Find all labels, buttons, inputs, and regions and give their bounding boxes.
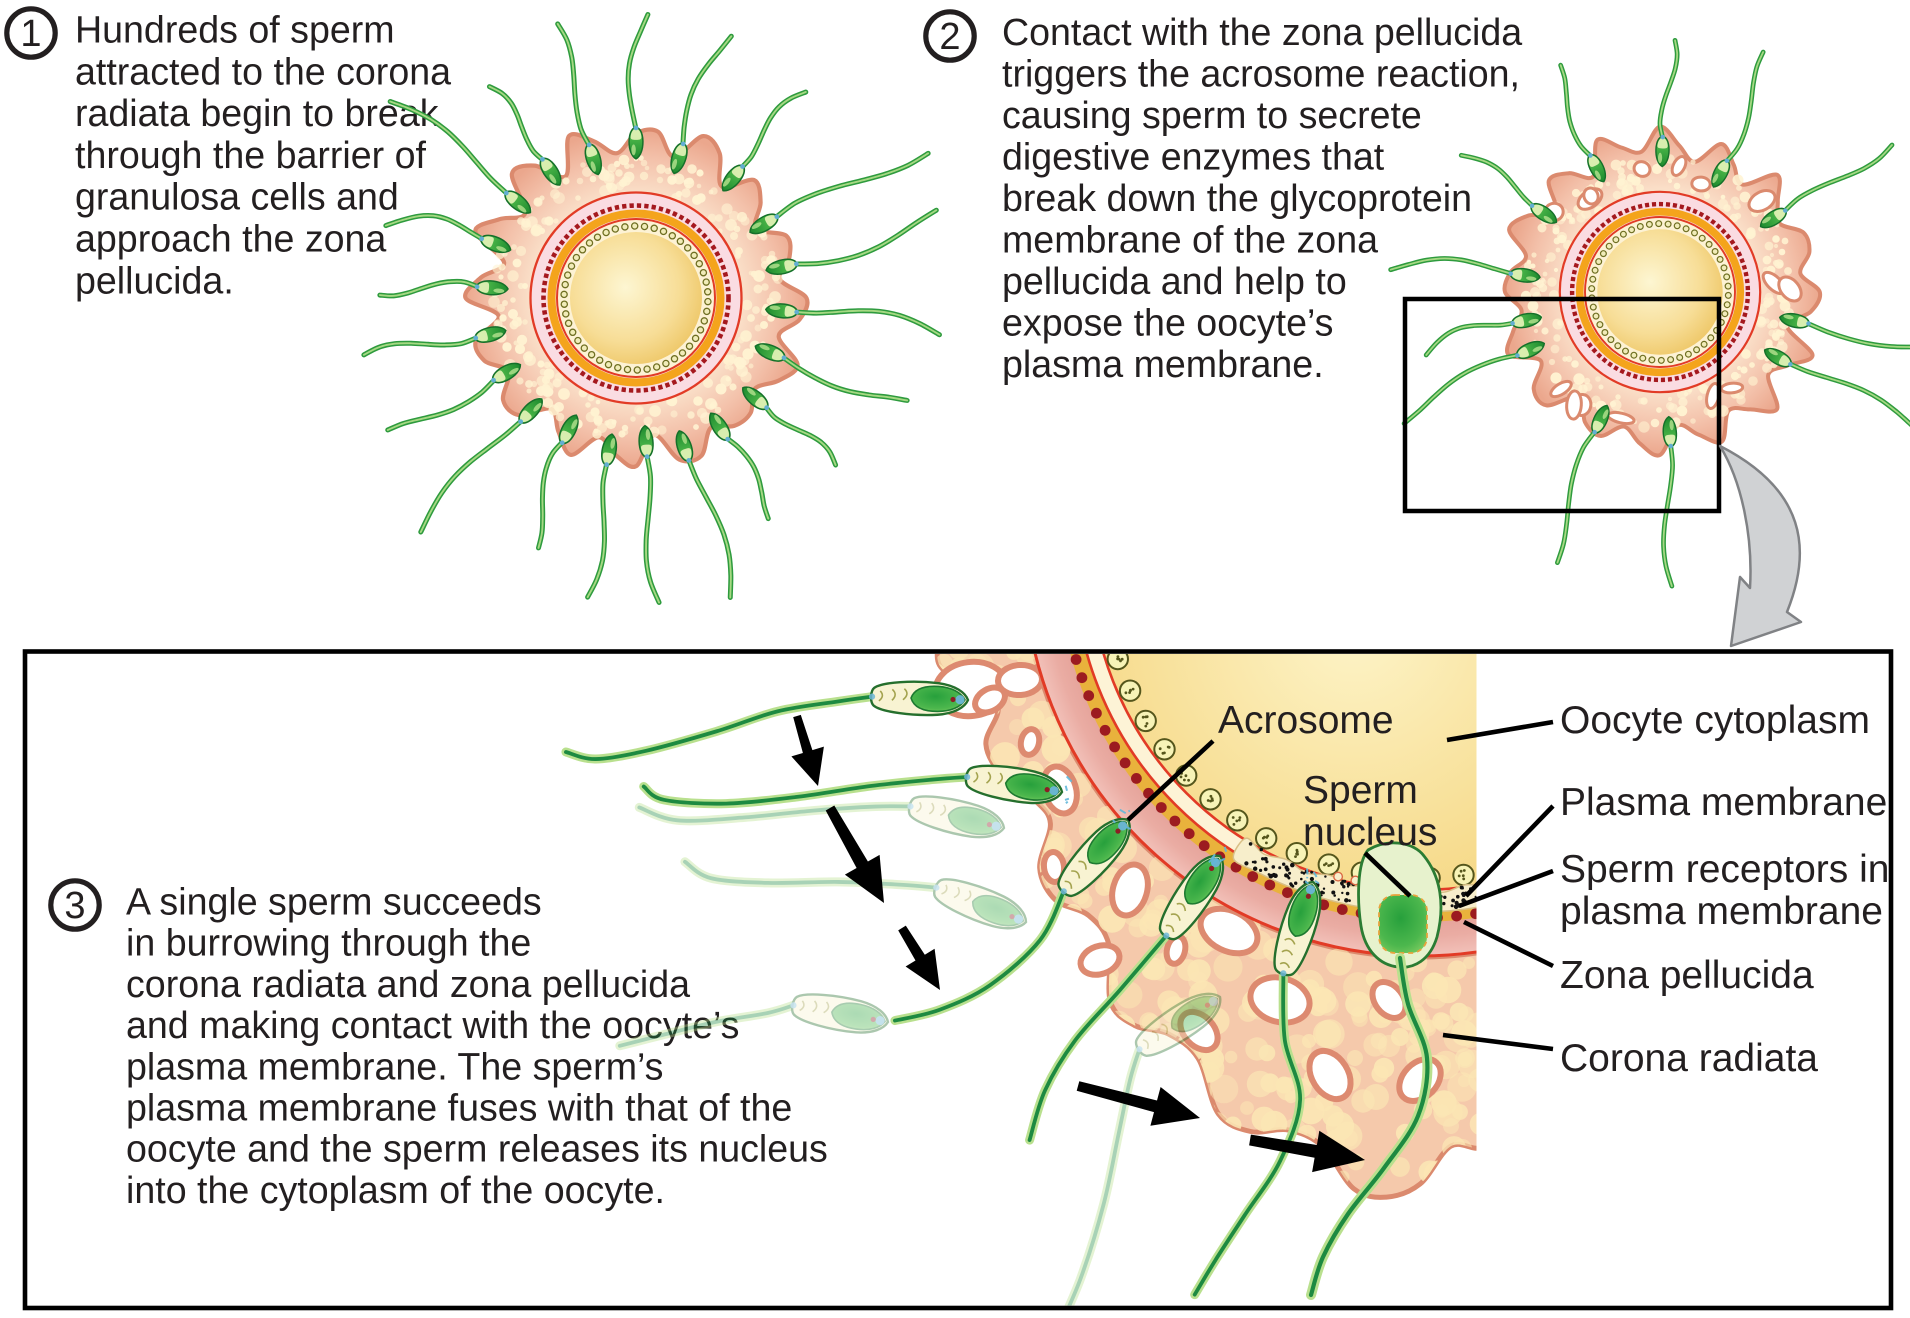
svg-text:Sperm: Sperm [1303, 769, 1418, 812]
svg-text:membrane of the zona: membrane of the zona [1002, 219, 1378, 261]
svg-text:nucleus: nucleus [1303, 811, 1437, 854]
svg-text:1: 1 [20, 13, 41, 55]
svg-text:through the barrier of: through the barrier of [75, 134, 426, 176]
svg-text:Oocyte cytoplasm: Oocyte cytoplasm [1560, 699, 1870, 742]
svg-text:Sperm receptors in: Sperm receptors in [1560, 848, 1889, 891]
svg-text:expose the oocyte’s: expose the oocyte’s [1002, 302, 1333, 344]
svg-text:triggers the acrosome reaction: triggers the acrosome reaction, [1002, 53, 1520, 95]
svg-text:pellucida.: pellucida. [75, 259, 234, 301]
svg-text:into the cytoplasm of the oocy: into the cytoplasm of the oocyte. [126, 1169, 665, 1211]
svg-text:approach the zona: approach the zona [75, 218, 386, 260]
svg-text:2: 2 [939, 16, 960, 58]
svg-text:plasma membrane: plasma membrane [1560, 890, 1883, 933]
svg-text:radiata begin to break: radiata begin to break [75, 92, 439, 134]
svg-text:Contact with the zona pellucid: Contact with the zona pellucida [1002, 11, 1522, 53]
svg-text:plasma membrane.: plasma membrane. [1002, 343, 1324, 385]
svg-text:attracted to the corona: attracted to the corona [75, 50, 451, 92]
svg-text:Plasma membrane: Plasma membrane [1560, 781, 1887, 824]
svg-text:A single sperm succeeds: A single sperm succeeds [126, 881, 542, 923]
svg-text:granulosa cells and: granulosa cells and [75, 176, 399, 218]
svg-text:plasma membrane fuses with tha: plasma membrane fuses with that of the [126, 1087, 792, 1129]
svg-text:causing sperm to secrete: causing sperm to secrete [1002, 94, 1422, 136]
svg-text:Corona radiata: Corona radiata [1560, 1037, 1818, 1080]
svg-text:oocyte and the sperm releases: oocyte and the sperm releases its nucleu… [126, 1128, 828, 1170]
svg-text:break down the glycoprotein: break down the glycoprotein [1002, 177, 1472, 219]
svg-text:corona radiata and zona pelluc: corona radiata and zona pellucida [126, 963, 690, 1005]
svg-text:Hundreds of sperm: Hundreds of sperm [75, 9, 395, 51]
svg-text:Zona pellucida: Zona pellucida [1560, 954, 1814, 997]
svg-text:3: 3 [64, 885, 85, 927]
svg-text:digestive enzymes that: digestive enzymes that [1002, 136, 1385, 178]
svg-text:in burrowing through the: in burrowing through the [126, 922, 531, 964]
svg-text:and making contact with the oo: and making contact with the oocyte’s [126, 1004, 739, 1046]
svg-text:Acrosome: Acrosome [1218, 699, 1394, 742]
svg-text:pellucida and help to: pellucida and help to [1002, 260, 1347, 302]
svg-text:plasma membrane. The sperm’s: plasma membrane. The sperm’s [126, 1045, 663, 1087]
